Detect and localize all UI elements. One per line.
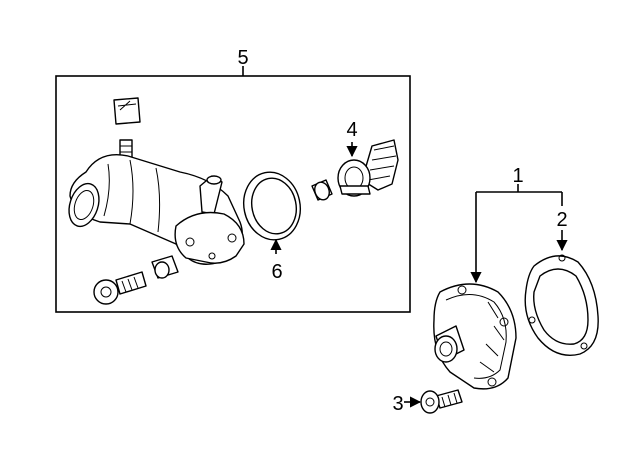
callout-5: 5 [237, 47, 248, 69]
thermostat-housing [68, 139, 245, 265]
bushing-lower [151, 255, 179, 279]
housing-bolt [93, 271, 147, 305]
callout-6: 6 [271, 261, 282, 283]
thermostat [337, 139, 399, 197]
o-ring-seal [243, 171, 301, 241]
water-pump [433, 283, 517, 390]
water-pump-gasket [524, 254, 599, 356]
assembly-frame [55, 75, 411, 313]
bushing-upper [311, 179, 333, 201]
callout-3: 3 [392, 393, 403, 415]
water-pump-bolt [420, 389, 463, 414]
callout-1: 1 [512, 165, 523, 187]
callout-2: 2 [556, 209, 567, 231]
bleeder-cap [113, 97, 141, 125]
callout-4: 4 [346, 119, 357, 141]
